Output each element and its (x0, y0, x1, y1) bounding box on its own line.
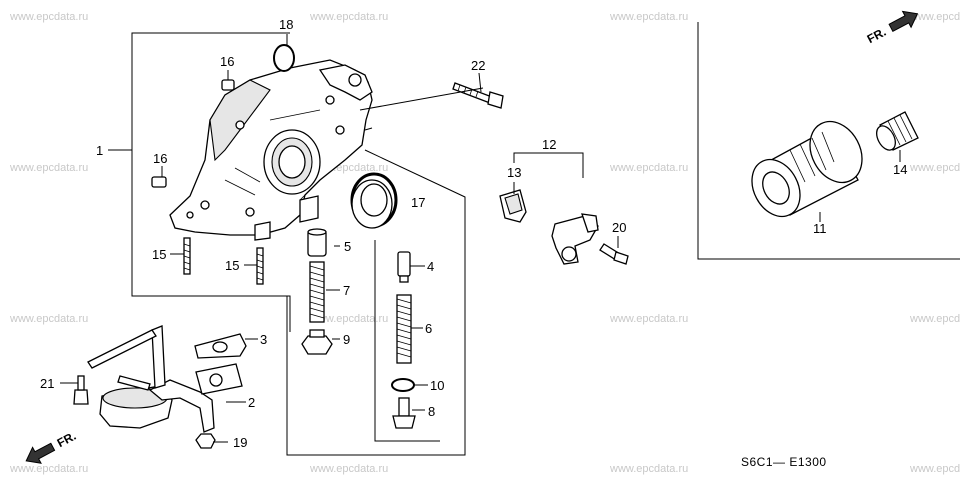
callout-10: 10 (430, 378, 444, 393)
flange-nut-19 (195, 433, 216, 449)
washer-10 (391, 378, 415, 392)
flange-bolt-21 (73, 375, 89, 405)
watermark: www.epcdata.ru (309, 463, 388, 475)
oil-filter-joint-14 (876, 111, 919, 151)
watermark: www.epcdata.ru (609, 11, 688, 23)
dowel-pin-16b (151, 176, 167, 188)
callout-12: 12 (542, 137, 556, 152)
callout-20: 20 (612, 220, 626, 235)
watermark: www.epcdata.ru (909, 463, 960, 475)
assembly-brackets (131, 22, 960, 456)
relief-spring-7 (309, 261, 325, 323)
callout-9: 9 (343, 332, 350, 347)
callout-22: 22 (471, 58, 485, 73)
callout-6: 6 (425, 321, 432, 336)
callout-13: 13 (507, 165, 521, 180)
watermark: www.epcdata.ru (909, 11, 960, 23)
watermark: www.epcdata.ru (9, 313, 88, 325)
leader-lines (60, 34, 901, 443)
callout-15a: 15 (152, 247, 166, 262)
spring-6 (396, 294, 412, 364)
callout-4: 4 (427, 259, 434, 274)
sensor-assembly-12 (499, 189, 599, 265)
valve-4 (397, 251, 411, 283)
bolt-20 (599, 243, 629, 265)
o-ring-18 (273, 44, 295, 72)
callout-17: 17 (411, 195, 425, 210)
callout-8: 8 (428, 404, 435, 419)
callout-5: 5 (344, 239, 351, 254)
oil-seal-17 (350, 172, 398, 229)
arrow-icon (25, 442, 56, 464)
relief-valve-5 (307, 228, 327, 257)
callout-15b: 15 (225, 258, 239, 273)
watermark: www.epcdata.ru (9, 463, 88, 475)
watermark: www.epcdata.ru (909, 162, 960, 174)
callout-7: 7 (343, 283, 350, 298)
callout-11: 11 (813, 221, 827, 236)
callout-19: 19 (233, 435, 247, 450)
gasket-3 (194, 333, 247, 359)
fr-label: FR. (865, 25, 889, 46)
oil-pump-body (169, 59, 373, 241)
watermark: www.epcdata.ru (309, 11, 388, 23)
callout-2: 2 (248, 395, 255, 410)
watermark: www.epcdata.ru (309, 313, 388, 325)
watermark: www.epcdata.ru (609, 313, 688, 325)
watermark: www.epcdata.ru (9, 11, 88, 23)
watermark: www.epcdata.ru (9, 162, 88, 174)
oil-filter-11 (751, 120, 863, 218)
sealing-bolt-9 (301, 329, 333, 355)
fr-label: FR. (55, 429, 79, 450)
callout-3: 3 (260, 332, 267, 347)
watermark: www.epcdata.ru (609, 463, 688, 475)
callout-18: 18 (279, 17, 293, 32)
watermark: www.epcdata.ru (909, 313, 960, 325)
watermarks: www.epcdata.ru www.epcdata.ru www.epcdat… (9, 11, 960, 475)
callout-numbers: 1 2 3 4 5 6 7 8 9 10 11 12 13 14 15 15 1… (40, 17, 907, 450)
callout-16a: 16 (220, 54, 234, 69)
callout-16b: 16 (153, 151, 167, 166)
callout-21: 21 (40, 376, 54, 391)
arrow-icon (888, 10, 919, 33)
callout-1: 1 (96, 143, 103, 158)
dowel-pin-16a (221, 79, 235, 91)
callout-14: 14 (893, 162, 907, 177)
watermark: www.epcdata.ru (609, 162, 688, 174)
stud-bolt-15a (183, 237, 191, 275)
diagram-code: S6C1— E1300 (741, 455, 827, 469)
flange-bolt-22 (452, 82, 504, 109)
stud-bolt-15b (256, 247, 264, 285)
oil-strainer-2 (87, 325, 243, 433)
plug-8 (392, 397, 416, 429)
